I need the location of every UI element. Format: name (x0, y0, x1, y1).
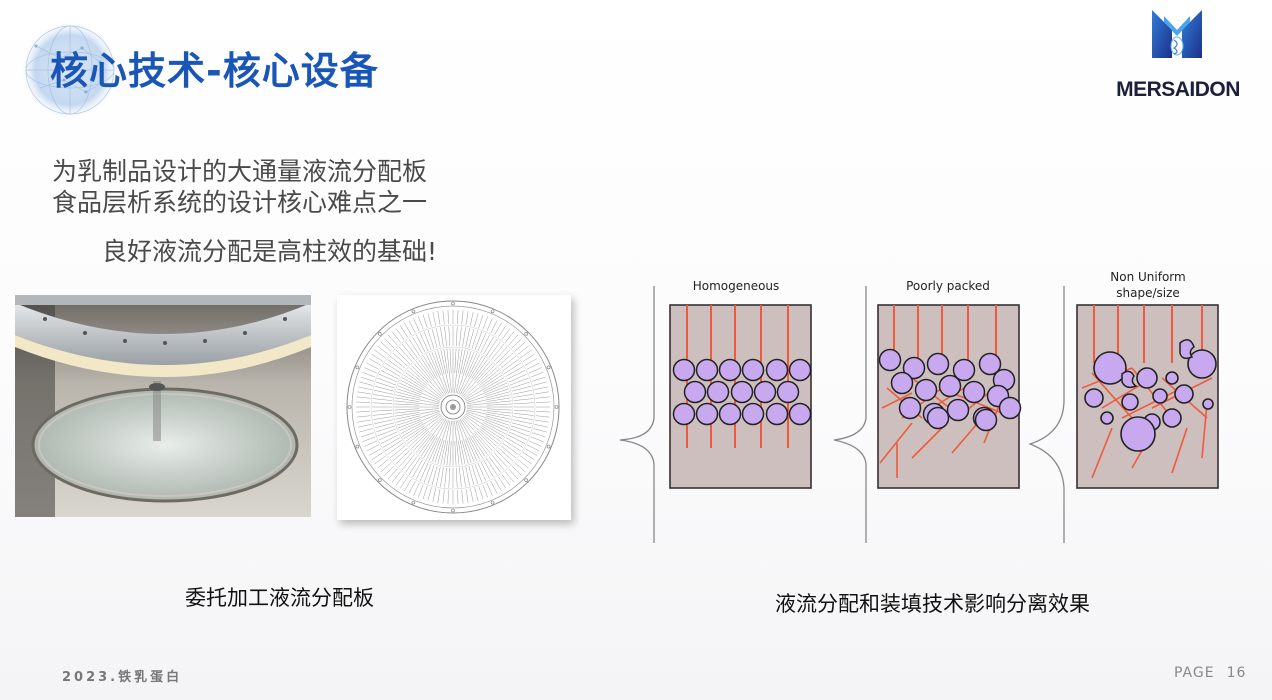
distribution-plate-photo (15, 295, 311, 517)
intro-line-2: 食品层析系统的设计核心难点之一 (52, 188, 428, 217)
label-shape-size: shape/size (1116, 286, 1180, 300)
page-indicator: PAGE 16 (1174, 665, 1246, 681)
right-caption: 液流分配和装填技术影响分离效果 (775, 592, 1090, 616)
footer-left: 2023.铁乳蛋白 (62, 670, 183, 685)
label-homogeneous: Homogeneous (693, 279, 780, 293)
intro-line-1: 为乳制品设计的大通量液流分配板 (52, 157, 428, 186)
slide-title: 核心技术-核心设备 (50, 49, 379, 93)
label-non-uniform: Non Uniform (1110, 270, 1185, 284)
left-caption: 委托加工液流分配板 (185, 586, 374, 610)
page-label: PAGE (1174, 665, 1215, 681)
label-poorly-packed: Poorly packed (906, 279, 990, 293)
logo-mark-icon (1152, 10, 1202, 58)
mersaidon-logo: MERSAIDON (1104, 8, 1252, 101)
globe-decoration (20, 20, 118, 120)
emphasis-text: 良好液流分配是高柱效的基础! (102, 237, 438, 266)
intro-text: 为乳制品设计的大通量液流分配板 食品层析系统的设计核心难点之一 (52, 156, 427, 218)
distribution-plate-drawing (337, 295, 571, 520)
plate-drawing-svg (346, 300, 560, 514)
packing-comparison-diagram: Homogeneous Poorly packed Non Uniform sh… (619, 270, 1219, 543)
page-number: 16 (1226, 665, 1247, 681)
logo-text: MERSAIDON (1116, 78, 1240, 101)
